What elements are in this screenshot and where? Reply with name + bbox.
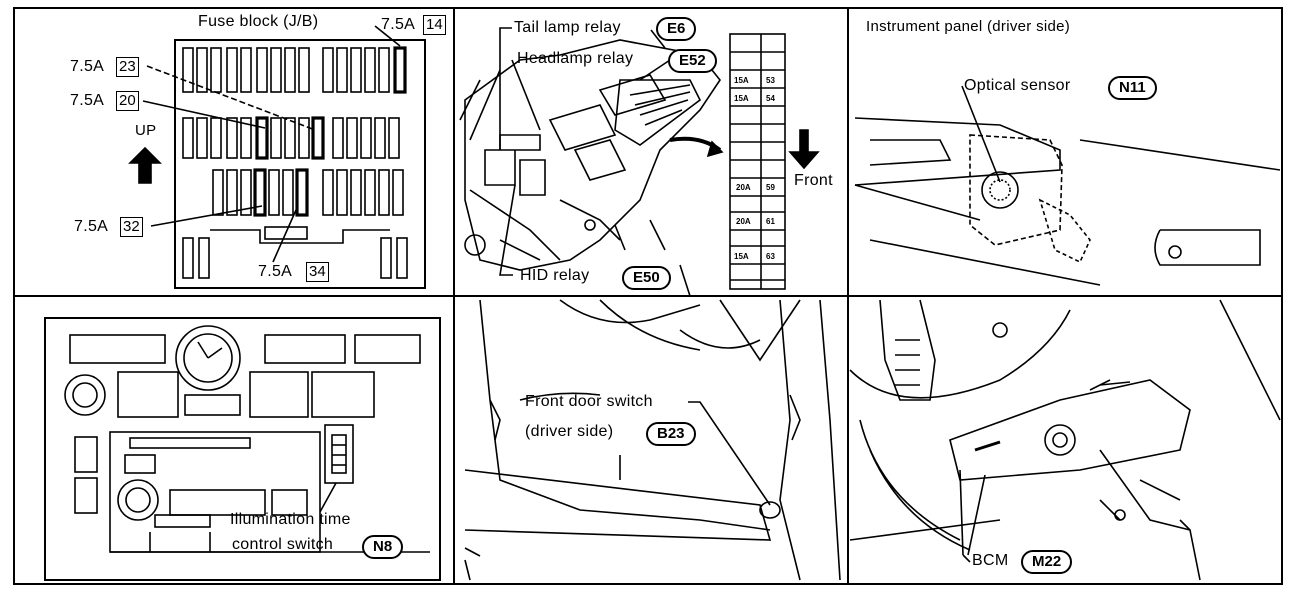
door-switch-connector: B23 (646, 422, 696, 446)
tail-lamp-relay-label: Tail lamp relay (514, 19, 621, 36)
door-switch-label-line2: (driver side) (525, 423, 614, 440)
illumination-switch-label-line1: Illumination time (230, 511, 351, 528)
fuse-slot (388, 117, 400, 159)
fuse-slot (360, 117, 372, 159)
fuse-slot (364, 169, 376, 216)
bcm-area-drawing (849, 299, 1281, 581)
fuse-number-23: 23 (116, 57, 139, 77)
fuse-slot (226, 47, 238, 93)
fuse-slot (264, 226, 308, 240)
fuse-slot (346, 117, 358, 159)
instrument-panel-title: Instrument panel (driver side) (866, 18, 1071, 35)
fuse-number-34: 34 (306, 262, 329, 282)
relay-fuse-number-59: 59 (766, 183, 775, 192)
fuse-slot (212, 169, 224, 216)
fuse-slot (196, 47, 208, 93)
instrument-panel-drawing (854, 85, 1281, 286)
fuse-number-32: 32 (120, 217, 143, 237)
relay-fuse-number-61: 61 (766, 217, 775, 226)
fuse-slot (182, 117, 194, 159)
fuse-slot (284, 47, 296, 93)
front-label: Front (794, 172, 833, 189)
tail-lamp-relay-connector: E6 (656, 17, 697, 41)
fuse-rating-20: 7.5A (70, 92, 105, 109)
fuse-slot (253, 168, 267, 217)
fuse-slot (322, 169, 334, 216)
fuse-slot (380, 237, 392, 279)
fuse-slot (240, 169, 252, 216)
bcm-connector: M22 (1021, 550, 1073, 574)
fuse-number-14: 14 (423, 15, 446, 35)
fuse-block-title: Fuse block (J/B) (198, 13, 319, 30)
headlamp-relay-label: Headlamp relay (517, 50, 634, 67)
fuse-slot (298, 47, 310, 93)
fuse-rating-23: 7.5A (70, 58, 105, 75)
fuse-block-drawing (128, 25, 426, 289)
fuse-slot (392, 169, 404, 216)
fuse-rating-32: 7.5A (74, 218, 109, 235)
fuse-slot (226, 117, 238, 159)
relay-fuse-rating-53: 15A (734, 76, 749, 85)
relay-box-drawing (459, 27, 820, 297)
illumination-switch-connector: N8 (362, 535, 404, 559)
fuse-slot (332, 117, 344, 159)
fuse-slot (196, 117, 208, 159)
fuse-slot (396, 237, 408, 279)
fuse-slot (240, 117, 252, 159)
fuse-slot (240, 47, 252, 93)
fuse-slot (322, 47, 334, 93)
illumination-switch-label-line2: control switch (232, 536, 334, 553)
up-label: UP (135, 122, 157, 139)
fuse-slot (210, 117, 222, 159)
fuse-slot (336, 47, 348, 93)
optical-sensor-label: Optical sensor (964, 77, 1071, 94)
fuse-slot (210, 47, 222, 93)
fuse-slot (270, 117, 282, 159)
fuse-slot (378, 47, 390, 93)
optical-sensor-connector: N11 (1108, 76, 1157, 100)
fuse-slot (393, 46, 407, 94)
relay-fuse-rating-54: 15A (734, 94, 749, 103)
door-switch-label-line1: Front door switch (525, 393, 653, 410)
fuse-slot (182, 47, 194, 93)
fuse-slot (256, 47, 268, 93)
fuse-slot (378, 169, 390, 216)
fuse-slot (282, 169, 294, 216)
fuse-slot (268, 169, 280, 216)
panel-frame (13, 7, 1283, 585)
fuse-slot (311, 116, 325, 160)
fuse-slot (350, 169, 362, 216)
fuse-slot (298, 117, 310, 159)
fuse-slot (295, 168, 309, 217)
fuse-slot (364, 47, 376, 93)
fuse-slot (284, 117, 296, 159)
fuse-slot (350, 47, 362, 93)
hid-relay-label: HID relay (520, 267, 590, 284)
fuse-slot (255, 116, 269, 160)
fuse-rating-14: 7.5A (381, 16, 416, 33)
fuse-slot (198, 237, 210, 279)
relay-fuse-rating-63: 15A (734, 252, 749, 261)
fuse-rating-34: 7.5A (258, 263, 293, 280)
hid-relay-connector: E50 (622, 266, 671, 290)
fuse-slot (336, 169, 348, 216)
fuse-slot (374, 117, 386, 159)
fuse-slot (182, 237, 194, 279)
bcm-label: BCM (972, 552, 1009, 569)
fuse-slot (226, 169, 238, 216)
relay-fuse-number-54: 54 (766, 94, 775, 103)
relay-fuse-rating-61: 20A (736, 217, 751, 226)
fuse-slot (270, 47, 282, 93)
relay-fuse-number-53: 53 (766, 76, 775, 85)
door-area-drawing (464, 299, 841, 581)
fuse-number-20: 20 (116, 91, 139, 111)
headlamp-relay-connector: E52 (668, 49, 717, 73)
relay-fuse-rating-59: 20A (736, 183, 751, 192)
relay-fuse-number-63: 63 (766, 252, 775, 261)
